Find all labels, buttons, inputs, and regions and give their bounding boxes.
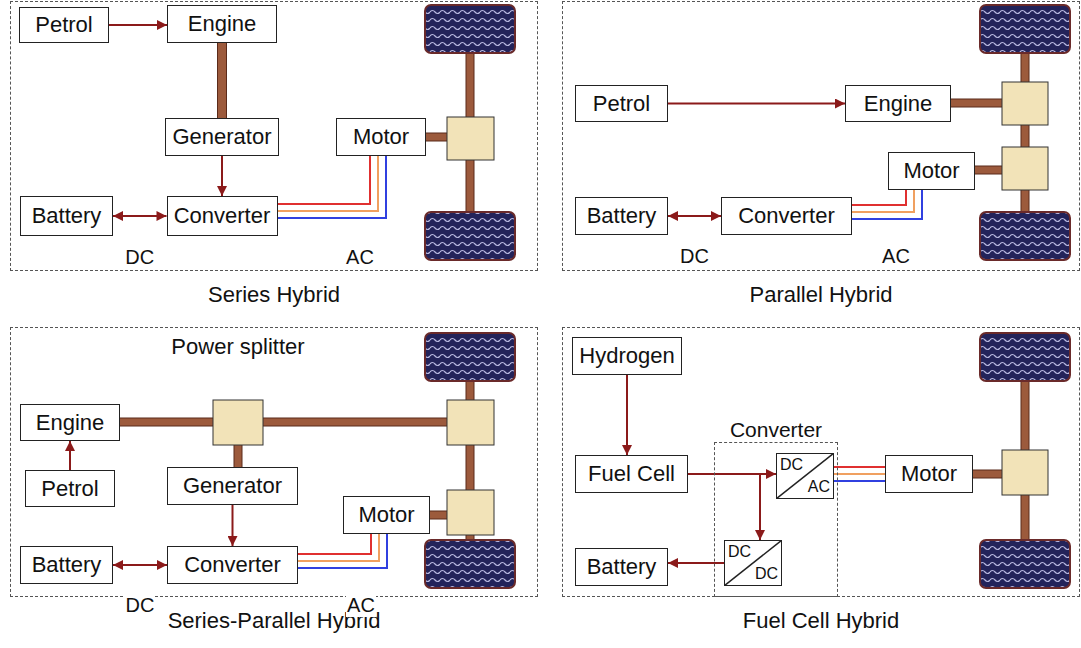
flow-arrow xyxy=(113,216,167,217)
component-box: Motor xyxy=(336,118,426,156)
converter-group: ConverterDCACDCDC xyxy=(714,418,838,597)
flow-arrow xyxy=(688,474,760,540)
converter-block: DCDC xyxy=(724,540,782,586)
component-box: Converter xyxy=(167,196,278,236)
panel-caption: Parallel Hybrid xyxy=(543,282,1081,308)
component-box: Generator xyxy=(167,467,298,505)
component-box: Engine xyxy=(20,404,120,441)
component-label: Petrol xyxy=(41,476,98,502)
component-box: Motor xyxy=(888,152,975,190)
converter-input: DC xyxy=(780,456,803,474)
gearboxes xyxy=(213,82,1048,535)
component-box: Petrol xyxy=(19,7,109,43)
flow-arrow xyxy=(222,156,223,196)
component-label: Motor xyxy=(903,158,959,184)
part-label: Power splitter xyxy=(171,334,304,360)
flow-arrow xyxy=(627,375,628,455)
component-label: Petrol xyxy=(593,91,650,117)
component-label: Converter xyxy=(738,203,835,229)
converter-output: AC xyxy=(808,478,830,496)
component-label: Battery xyxy=(32,552,102,578)
component-label: Battery xyxy=(32,203,102,229)
component-label: Engine xyxy=(36,410,105,436)
link-label: DC xyxy=(679,245,710,268)
component-box: Battery xyxy=(20,546,113,584)
converter-output: DC xyxy=(755,565,778,583)
flow-arrow xyxy=(70,441,71,470)
link-label: AC xyxy=(345,246,375,269)
component-box: Motor xyxy=(885,455,973,493)
component-label: Motor xyxy=(358,502,414,528)
component-label: Battery xyxy=(587,554,657,580)
link-label: DC xyxy=(125,594,156,617)
component-label: Engine xyxy=(864,91,933,117)
flow-arrow xyxy=(109,25,167,26)
hybrid-panel: Series HybridPetrolEngineGeneratorMotorB… xyxy=(10,1,538,271)
ac-wires xyxy=(834,467,885,481)
component-box: Generator xyxy=(165,118,279,156)
flow-arrow xyxy=(232,505,233,546)
panel-caption: Series-Parallel Hybrid xyxy=(0,608,557,634)
component-label: Engine xyxy=(188,11,257,37)
converter-title: Converter xyxy=(704,418,848,442)
component-label: Converter xyxy=(174,203,271,229)
component-label: Generator xyxy=(183,473,282,499)
component-box: Hydrogen xyxy=(572,337,682,375)
ac-wires xyxy=(852,190,922,219)
component-box: Battery xyxy=(20,196,113,236)
component-label: Hydrogen xyxy=(579,343,674,369)
component-label: Petrol xyxy=(35,12,92,38)
component-label: Fuel Cell xyxy=(588,461,675,487)
component-label: Converter xyxy=(184,552,281,578)
component-box: Engine xyxy=(167,5,277,43)
drive-shaft xyxy=(222,43,223,118)
converter-input: DC xyxy=(728,543,751,561)
link-label: AC xyxy=(881,245,911,268)
component-label: Generator xyxy=(172,124,271,150)
component-box: Fuel Cell xyxy=(575,455,688,493)
link-label: DC xyxy=(124,246,155,269)
wheels xyxy=(425,5,1070,588)
hybrid-panel: Fuel Cell HybridHydrogenFuel CellConvert… xyxy=(562,327,1080,597)
component-box: Battery xyxy=(575,548,668,586)
flow-arrow xyxy=(668,563,724,564)
hybrid-panel: Series-Parallel HybridEnginePetrolGenera… xyxy=(10,327,538,597)
ac-wires xyxy=(278,156,387,218)
panel-caption: Fuel Cell Hybrid xyxy=(543,608,1081,634)
panel-caption: Series Hybrid xyxy=(0,282,557,308)
component-label: Battery xyxy=(587,203,657,229)
component-box: Motor xyxy=(343,496,430,534)
component-box: Converter xyxy=(721,197,852,235)
flow-arrow xyxy=(668,103,845,104)
component-box: Engine xyxy=(845,85,951,122)
link-label: AC xyxy=(346,594,376,617)
component-label: Motor xyxy=(353,124,409,150)
component-box: Petrol xyxy=(25,470,115,507)
converter-block: DC AC xyxy=(776,453,834,499)
ac-wires xyxy=(298,534,387,568)
flow-arrow xyxy=(668,216,721,217)
flow-arrow xyxy=(113,565,167,566)
component-box: Converter xyxy=(167,546,298,584)
component-box: Petrol xyxy=(575,85,668,122)
component-label: Motor xyxy=(901,461,957,487)
hybrid-panel: Parallel HybridPetrolEngineMotorBatteryC… xyxy=(562,1,1080,271)
component-box: Battery xyxy=(575,197,668,235)
